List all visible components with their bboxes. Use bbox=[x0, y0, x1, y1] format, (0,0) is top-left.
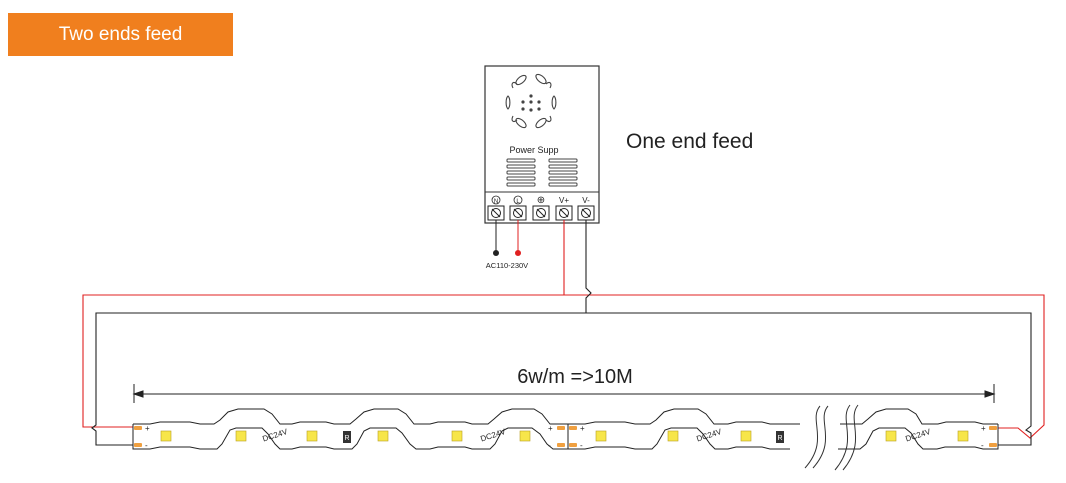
minus-mark: - bbox=[981, 441, 984, 450]
ac-neutral-terminal bbox=[493, 250, 499, 256]
led-chip bbox=[451, 430, 463, 442]
strip-break bbox=[804, 404, 859, 471]
power-supply-label: Power Supp bbox=[509, 145, 558, 155]
led-chip bbox=[519, 430, 531, 442]
led-chips bbox=[160, 430, 969, 442]
plus-mark: + bbox=[580, 424, 585, 433]
ac-voltage-label: AC110-230V bbox=[486, 261, 528, 270]
length-label: 6w/m =>10M bbox=[517, 366, 633, 388]
led-strip bbox=[132, 408, 999, 450]
terminal-ground-label: ⊕ bbox=[537, 195, 545, 206]
plus-mark: + bbox=[548, 424, 553, 433]
resistor-icon bbox=[776, 431, 784, 443]
negative-wire bbox=[91, 220, 1032, 446]
plus-mark: + bbox=[145, 424, 150, 433]
voltage-mark: DC24V bbox=[904, 427, 932, 444]
positive-wire bbox=[82, 220, 1045, 439]
fan-icon bbox=[505, 73, 557, 129]
length-dimension bbox=[132, 384, 996, 403]
terminal-block bbox=[487, 205, 595, 221]
terminal-n-label: N bbox=[494, 199, 498, 205]
led-chip bbox=[740, 430, 752, 442]
led-chip bbox=[235, 430, 247, 442]
voltage-mark: DC24V bbox=[479, 427, 507, 444]
power-supply: Power Supp N L ⊕ V+ V- bbox=[484, 65, 600, 270]
led-chip bbox=[160, 430, 172, 442]
power-supply-body bbox=[484, 65, 600, 224]
terminal-vminus-label: V- bbox=[582, 196, 590, 205]
led-chip bbox=[306, 430, 318, 442]
plus-mark: + bbox=[981, 424, 986, 433]
resistor-label: R bbox=[344, 435, 349, 442]
solder-pads bbox=[134, 426, 997, 447]
voltage-mark: DC24V bbox=[261, 427, 289, 444]
led-chip bbox=[595, 430, 607, 442]
vent-grille bbox=[506, 158, 578, 187]
voltage-mark: DC24V bbox=[695, 427, 723, 444]
led-chip bbox=[885, 430, 897, 442]
fan-center-dots bbox=[521, 94, 541, 112]
ac-live-terminal bbox=[515, 250, 521, 256]
terminal-l-label: L bbox=[516, 199, 520, 205]
minus-mark: - bbox=[145, 441, 148, 450]
terminal-vplus-label: V+ bbox=[559, 196, 569, 205]
minus-mark: - bbox=[548, 441, 551, 450]
minus-mark: - bbox=[580, 441, 583, 450]
one-end-feed-label: One end feed bbox=[626, 130, 754, 153]
resistor-label: R bbox=[777, 435, 782, 442]
resistors: R R bbox=[343, 431, 784, 443]
led-chip bbox=[957, 430, 969, 442]
resistor-icon bbox=[343, 431, 351, 443]
led-chip bbox=[667, 430, 679, 442]
two-ends-feed-badge: Two ends feed bbox=[8, 13, 233, 56]
led-chip bbox=[377, 430, 389, 442]
